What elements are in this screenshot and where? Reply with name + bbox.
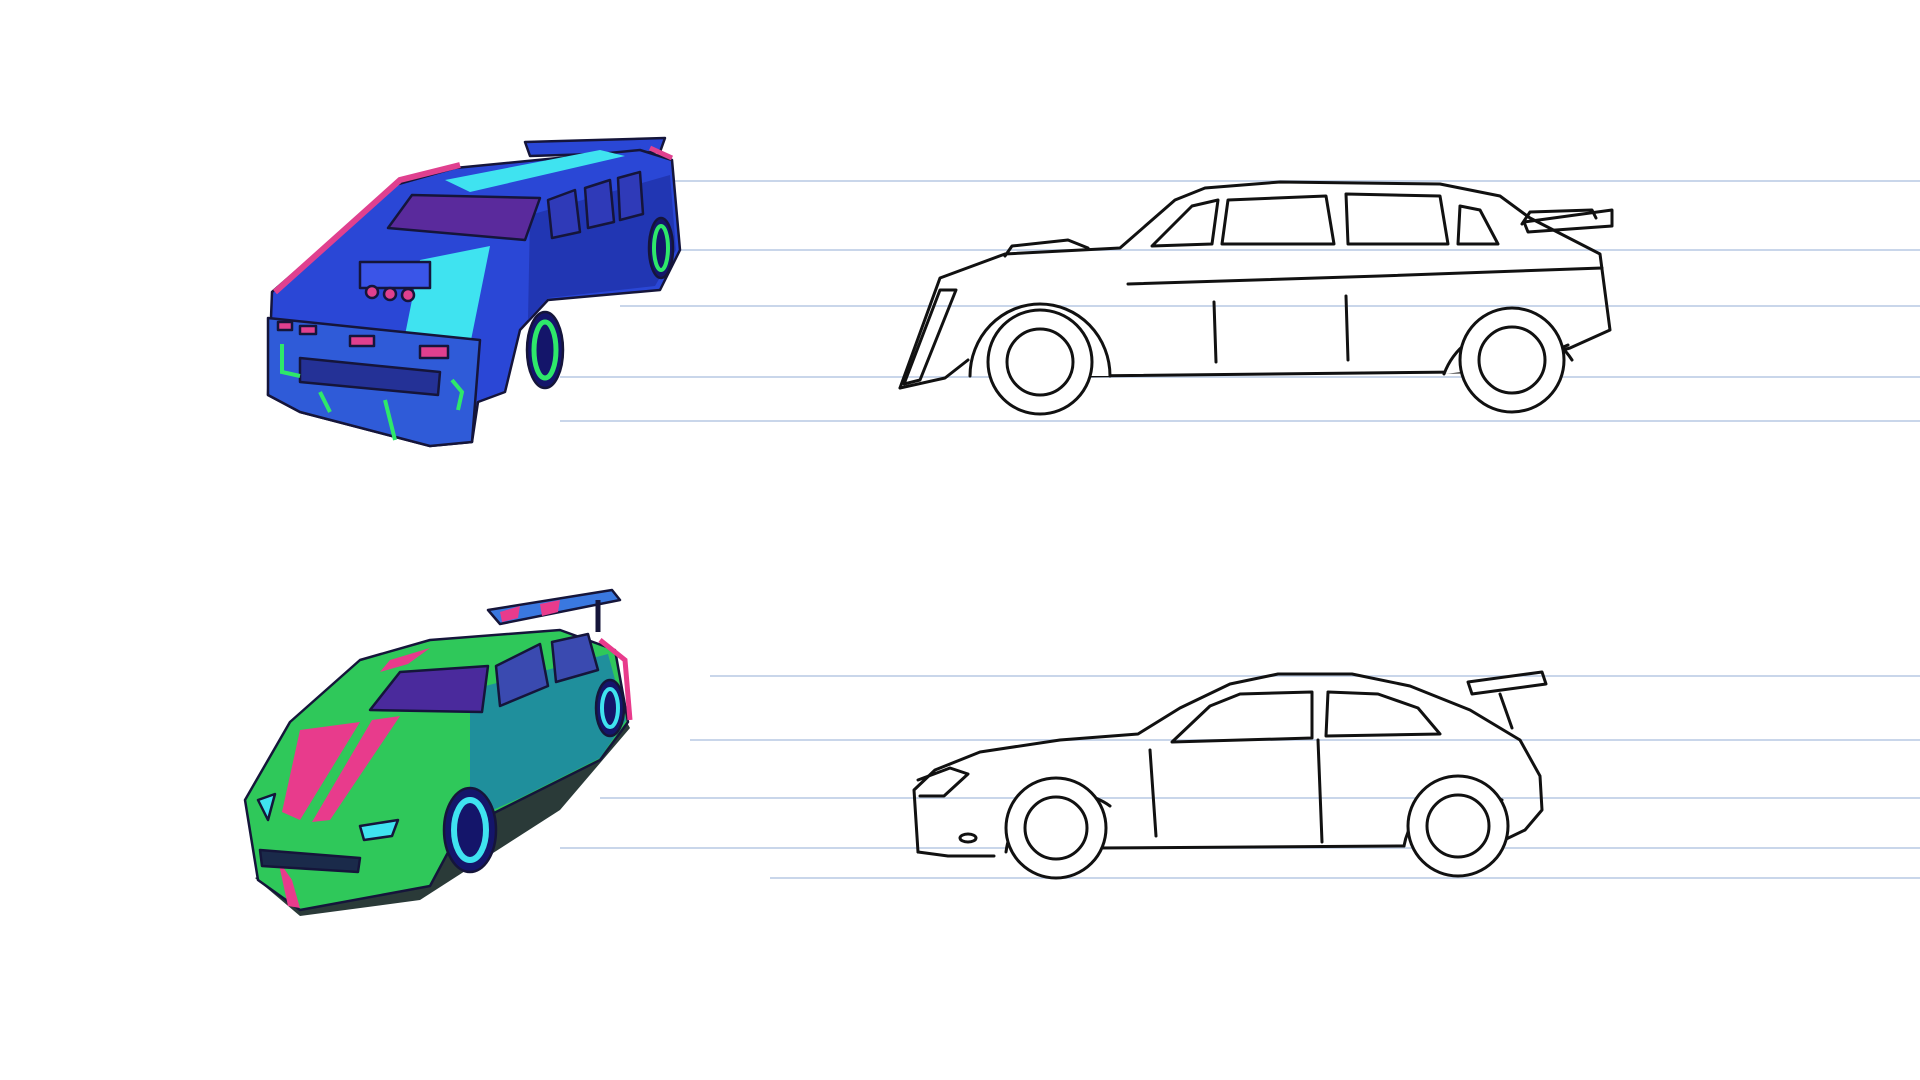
sedan-sketch-rear-wheel <box>1406 774 1510 878</box>
limo-sketch-spoiler-wing <box>1522 208 1614 234</box>
sedan-windshield <box>368 664 490 714</box>
limo-headlight <box>276 320 294 332</box>
limo-sketch-front-fin <box>902 288 958 386</box>
limo-sketch-spoiler-post <box>1520 208 1598 226</box>
limo-sketch-rear-wheel <box>1458 306 1566 414</box>
sedan-sketch-headlight <box>916 766 970 798</box>
sedan-sketch-body-top <box>912 672 1544 854</box>
sedan-side-window <box>550 632 600 684</box>
limo-front-accent <box>383 399 397 441</box>
limo-blower-intake <box>364 284 380 300</box>
sedan-bumper-stripe <box>278 860 300 908</box>
limo-trim-line <box>648 145 674 161</box>
limo-sketch-nose <box>898 358 970 390</box>
sedan-sketch-window-rear <box>1324 690 1442 738</box>
limo-headlight <box>418 344 450 360</box>
sedan-roof-stripe <box>380 648 430 672</box>
limo-windshield <box>386 193 542 242</box>
limo-blower-intake <box>382 286 398 302</box>
guide-lines-top <box>560 180 1920 422</box>
sedan-headlight <box>256 792 277 822</box>
limo-sketch-window-rear <box>1344 192 1450 246</box>
sedan-sketch-fog-light <box>958 832 978 844</box>
limo-front-accent <box>318 391 332 413</box>
limo-sketch-hood-scoop <box>1003 238 1090 258</box>
sedan-wing-stripe <box>500 606 520 622</box>
sedan-sketch-front-bottom <box>916 850 996 858</box>
sedan-sketch-spoiler-post <box>1498 692 1514 730</box>
limo-blower-intake <box>400 287 416 303</box>
sedan-sketch-sill <box>1094 844 1406 850</box>
limo-sketch-door-line <box>1344 294 1350 362</box>
sedan-side-window <box>494 642 550 708</box>
limo-front-accent <box>450 378 465 411</box>
sedan-colored-illustration <box>243 588 633 916</box>
limo-sketch-rear-rim <box>1477 325 1547 395</box>
sedan-sketch-window-front <box>1170 690 1314 744</box>
limo-sketch-door-line <box>1212 300 1218 364</box>
limo-headlight <box>298 324 318 336</box>
limo-side-window <box>616 170 645 222</box>
limo-sketch-sill <box>1078 370 1462 378</box>
limo-side-window <box>583 178 616 230</box>
limo-sketch-front-rim <box>1005 327 1075 397</box>
limo-sketch-body-top <box>898 180 1612 390</box>
limo-engine-blower <box>358 260 432 290</box>
limo-sketch-window-front <box>1150 198 1220 248</box>
limo-side-window <box>546 188 582 240</box>
sedan-wing-stripe <box>540 600 560 616</box>
limo-line-sketch <box>898 180 1614 416</box>
limo-front-accent <box>280 344 301 378</box>
limo-sketch-front-wheel <box>986 308 1094 416</box>
limo-headlight <box>348 334 376 348</box>
sedan-roof-trim <box>598 638 633 721</box>
sedan-sketch-door-line <box>1148 748 1158 838</box>
limo-front-wheel-glow <box>531 319 559 381</box>
limo-sketch-window-quarter <box>1456 204 1500 246</box>
sedan-front-wheel-glow <box>451 797 489 863</box>
sedan-line-sketch <box>912 670 1548 880</box>
limo-roof-stripe <box>445 150 625 192</box>
sedan-grille <box>258 848 362 874</box>
limo-colored-illustration <box>266 136 682 448</box>
limo-sketch-window-middle <box>1220 194 1336 246</box>
limo-rear-wheel-glow <box>652 224 670 272</box>
sedan-sketch-front-rim <box>1023 795 1089 861</box>
sedan-sketch-rear-rim <box>1425 793 1491 859</box>
sedan-sketch-door-line <box>1316 738 1324 844</box>
sedan-headlight <box>358 818 400 842</box>
sedan-hood-stripe <box>282 722 360 820</box>
sedan-rear-wheel-glow <box>600 687 620 729</box>
limo-trim-line <box>272 162 461 295</box>
sedan-sketch-spoiler-wing <box>1466 670 1548 696</box>
sedan-hood-stripe <box>312 716 400 822</box>
sedan-sketch-front-wheel <box>1004 776 1108 880</box>
limo-sketch-belt-line <box>1126 266 1604 286</box>
